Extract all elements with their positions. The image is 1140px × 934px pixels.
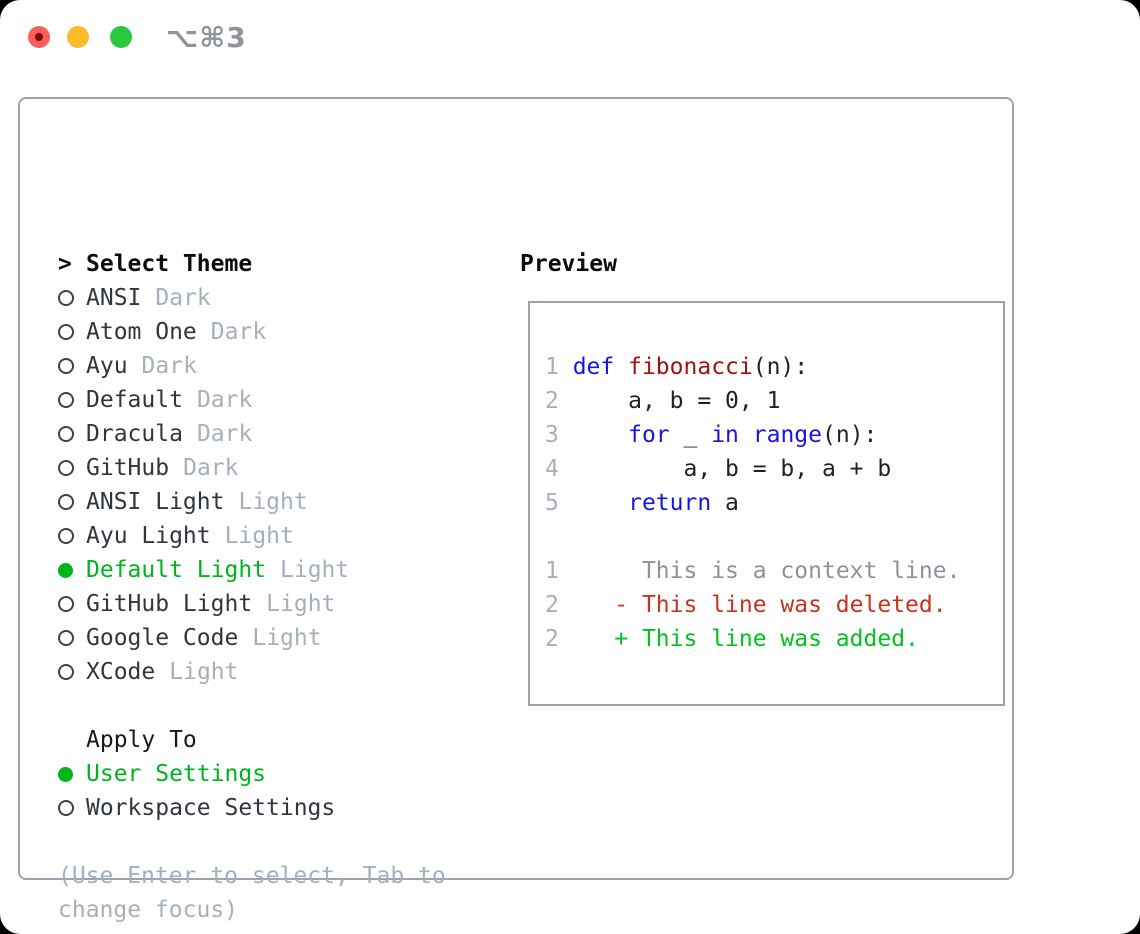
radio-icon	[58, 596, 74, 612]
radio-icon	[58, 358, 74, 374]
code-line: 1 def fibonacci(n):	[545, 354, 809, 380]
theme-option-google-code-light[interactable]: Google Code Light	[58, 621, 446, 655]
close-indicator-icon	[35, 33, 43, 41]
theme-option-ayu-light[interactable]: Ayu Light Light	[58, 519, 446, 553]
radio-icon	[58, 528, 74, 544]
apply-option-workspace-settings[interactable]: Workspace Settings	[58, 791, 446, 825]
diff-deleted-line: 2 - This line was deleted.	[545, 592, 947, 618]
diff-context-line: 1 This is a context line.	[545, 558, 961, 584]
apply-to-header: Apply To	[86, 727, 197, 753]
radio-icon	[58, 800, 74, 816]
theme-option-github-dark[interactable]: GitHub Dark	[58, 451, 446, 485]
theme-option-atom-one-dark[interactable]: Atom One Dark	[58, 315, 446, 349]
theme-option-xcode-light[interactable]: XCode Light	[58, 655, 446, 689]
zoom-button[interactable]	[110, 26, 132, 48]
select-theme-header: > Select Theme	[58, 247, 446, 281]
radio-icon	[58, 324, 74, 340]
theme-picker-panel: > Select Theme ANSI Dark Atom One Dark A…	[18, 97, 1014, 923]
code-line: 5 return a	[545, 490, 739, 516]
prompt-icon: >	[58, 251, 72, 277]
preview-title: Preview	[520, 251, 617, 277]
preview-box: 1 def fibonacci(n): 2 a, b = 0, 1 3 for …	[528, 301, 1005, 706]
theme-option-default-light[interactable]: Default Light Light	[58, 553, 446, 587]
theme-option-ayu-dark[interactable]: Ayu Dark	[58, 349, 446, 383]
radio-icon	[58, 630, 74, 646]
minimize-button[interactable]	[67, 26, 89, 48]
theme-option-dracula-dark[interactable]: Dracula Dark	[58, 417, 446, 451]
radio-icon	[58, 664, 74, 680]
radio-selected-icon	[58, 766, 73, 782]
radio-icon	[58, 392, 74, 408]
radio-icon	[58, 290, 74, 306]
code-preview: 1 def fibonacci(n): 2 a, b = 0, 1 3 for …	[545, 350, 960, 656]
code-line: 3 for _ in range(n):	[545, 422, 878, 448]
select-theme-title: Select Theme	[86, 251, 253, 277]
help-line: change focus)	[58, 897, 239, 923]
window-title: ⌥⌘3	[166, 20, 247, 54]
radio-selected-icon	[58, 562, 73, 578]
radio-icon	[58, 460, 74, 476]
blank-line	[545, 520, 960, 554]
help-text: (Use Enter to select, Tab to change focu…	[58, 859, 446, 927]
radio-icon	[58, 494, 74, 510]
theme-menu: > Select Theme ANSI Dark Atom One Dark A…	[58, 247, 446, 927]
radio-icon	[58, 426, 74, 442]
diff-added-line: 2 + This line was added.	[545, 626, 919, 652]
code-line: 4 a, b = b, a + b	[545, 456, 892, 482]
theme-option-default-dark[interactable]: Default Dark	[58, 383, 446, 417]
code-line: 2 a, b = 0, 1	[545, 388, 781, 414]
theme-option-ansi-light[interactable]: ANSI Light Light	[58, 485, 446, 519]
theme-option-github-light[interactable]: GitHub Light Light	[58, 587, 446, 621]
close-button[interactable]	[28, 26, 50, 48]
help-line: (Use Enter to select, Tab to	[58, 863, 446, 889]
apply-option-user-settings[interactable]: User Settings	[58, 757, 446, 791]
theme-option-ansi-dark[interactable]: ANSI Dark	[58, 281, 446, 315]
